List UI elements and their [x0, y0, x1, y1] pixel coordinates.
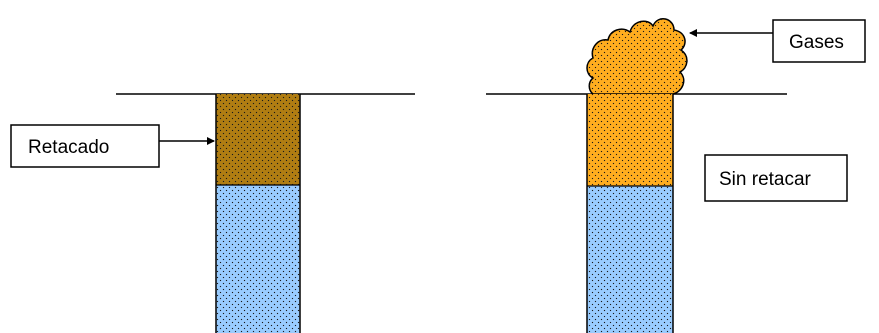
explosive-dots-left: [216, 185, 300, 333]
gases-label: Gases: [789, 32, 844, 53]
right-blast-hole: [586, 18, 688, 333]
gases-label-box: [772, 19, 866, 63]
sin-retacar-label-box: [704, 154, 848, 202]
retacado-label-box: [10, 124, 160, 168]
explosive-dots-right: [587, 186, 673, 333]
sin-retacar-label: Sin retacar: [719, 169, 812, 190]
gas-column-dots: [587, 94, 673, 186]
retacado-callout: Retacado: [10, 124, 215, 168]
stemming-dots: [216, 94, 300, 185]
retacado-label: Retacado: [28, 137, 109, 158]
gases-callout: Gases: [689, 19, 866, 63]
sin-retacar-callout: Sin retacar: [704, 154, 848, 202]
gas-cloud-dots: [587, 18, 687, 94]
left-blast-hole: [215, 94, 301, 333]
